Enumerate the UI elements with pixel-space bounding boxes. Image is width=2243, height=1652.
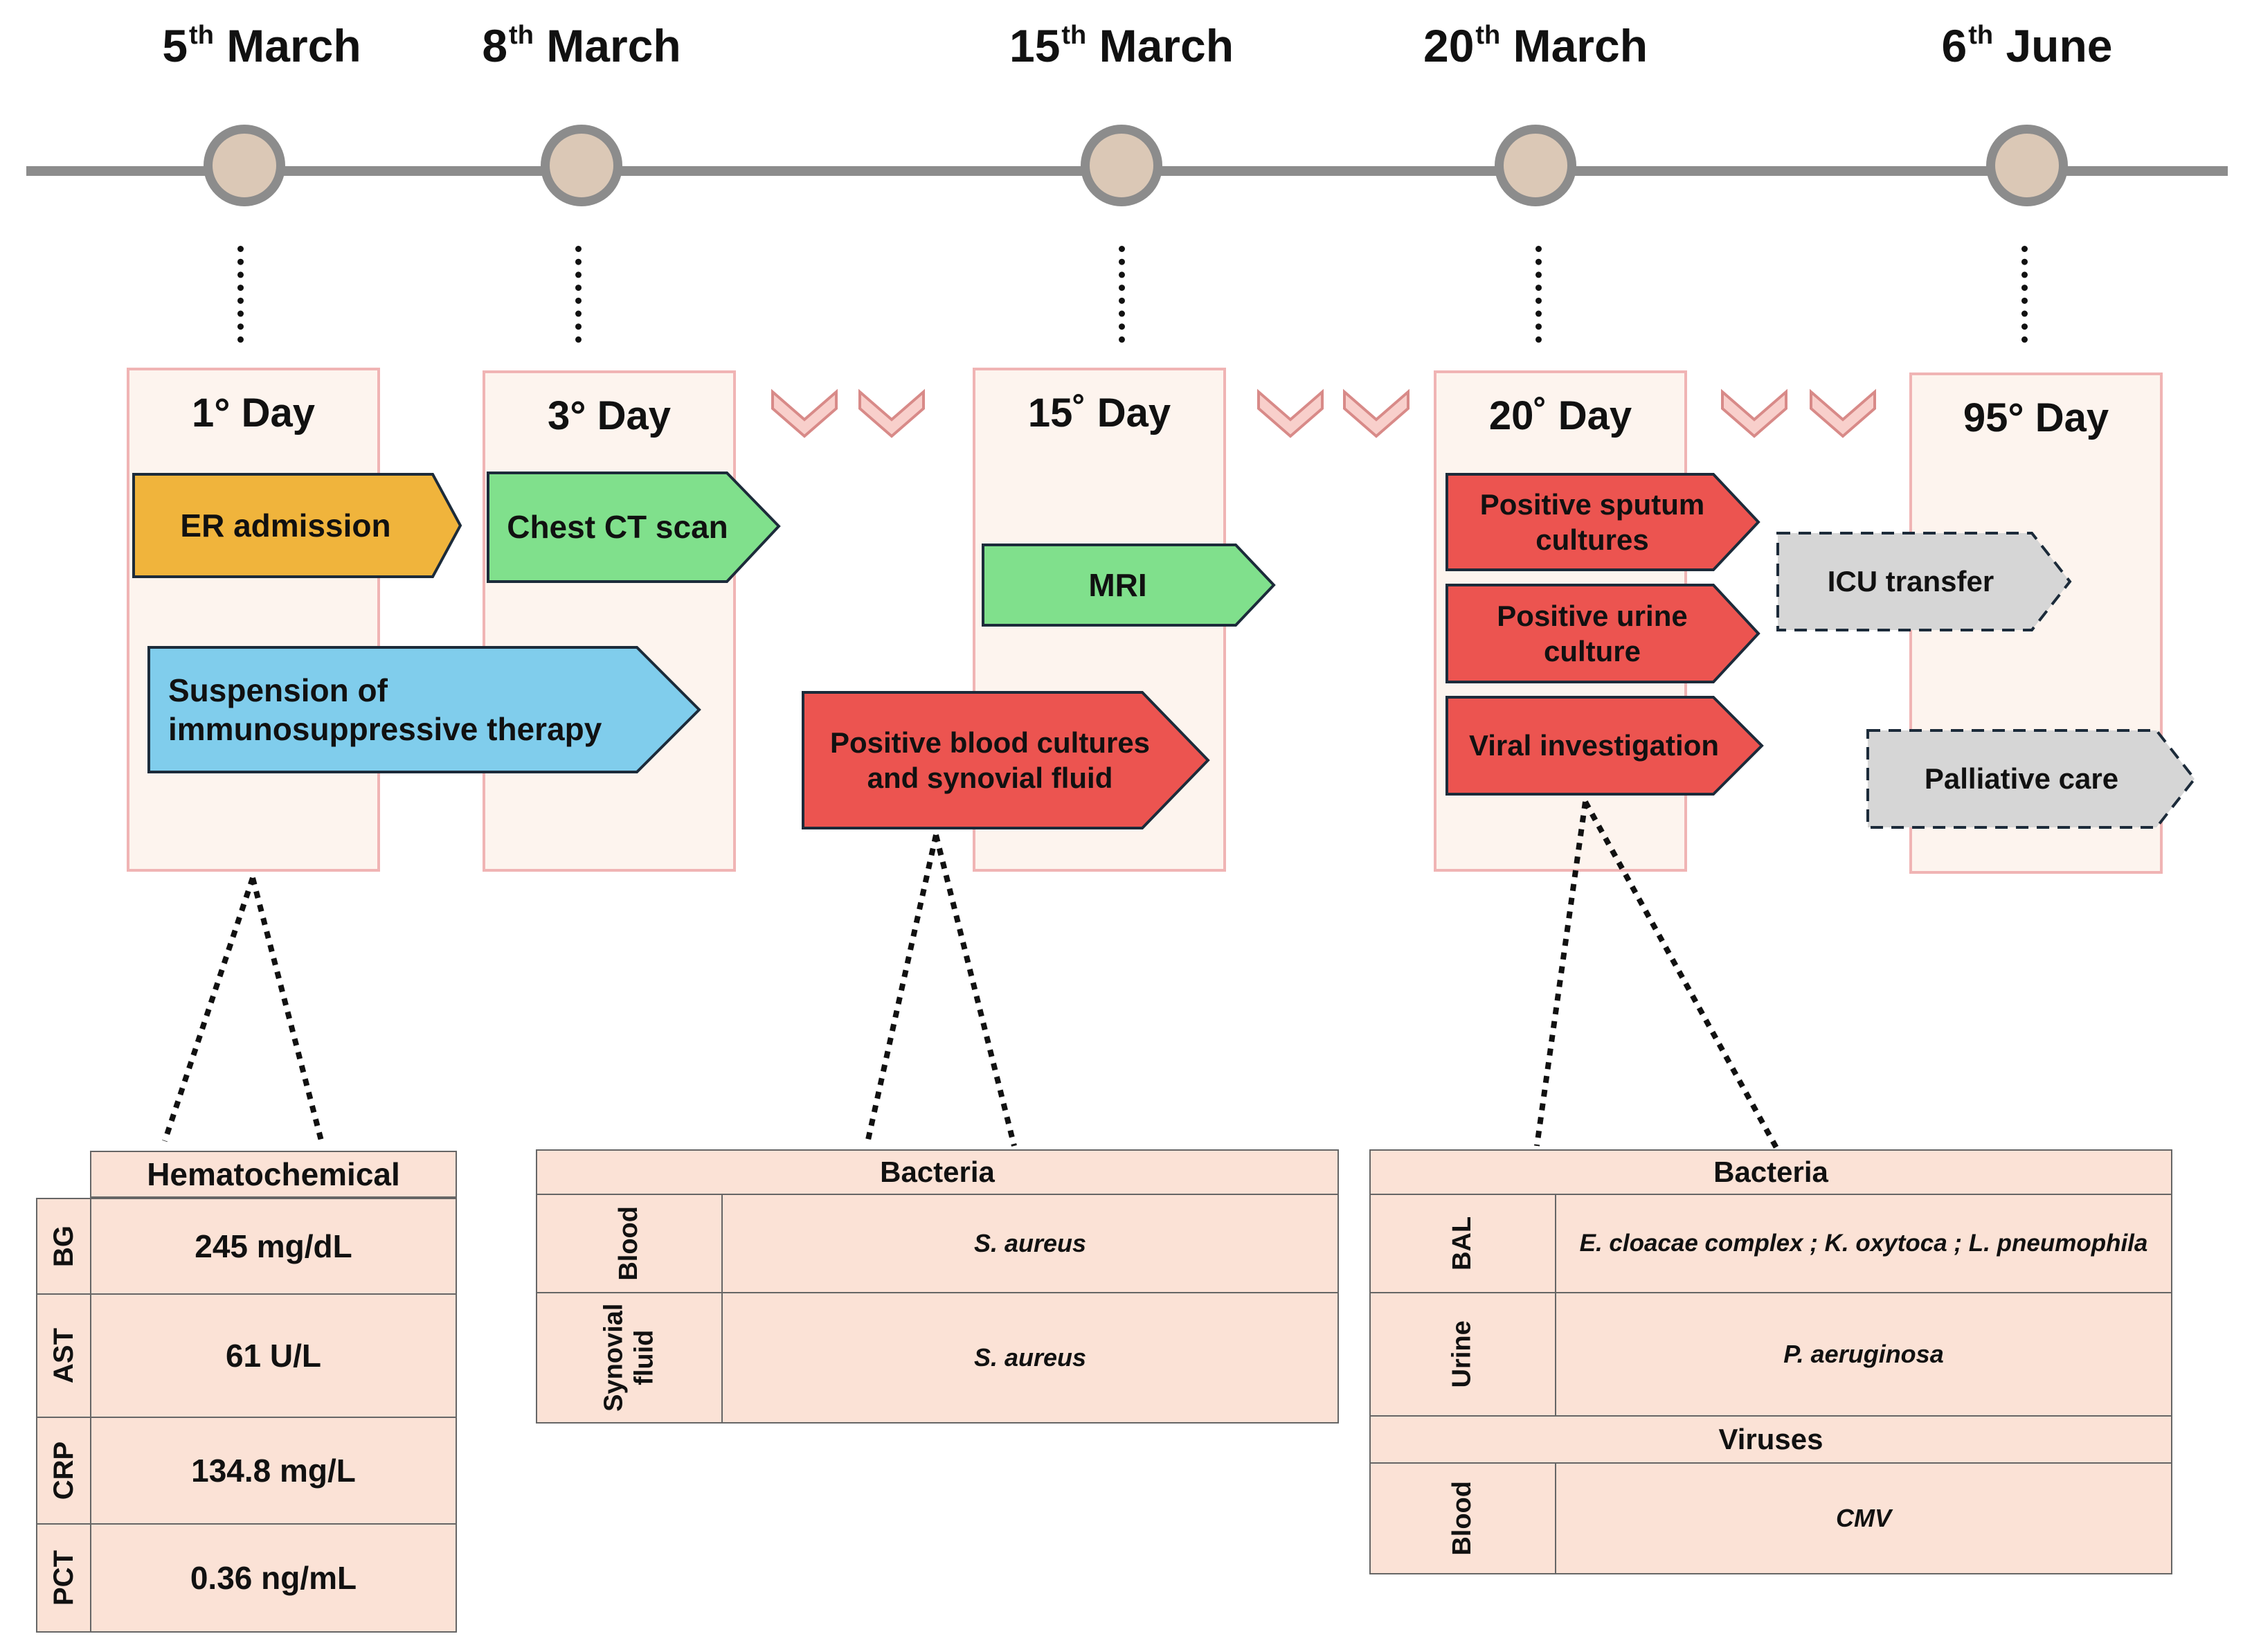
connector-line <box>1583 800 1782 1154</box>
event-positive-blood: Positive blood cultures and synovial flu… <box>829 726 1151 794</box>
day-label-5: 95° Day <box>1963 395 2109 440</box>
timeline-connector-4 <box>1535 246 1542 343</box>
day-column-1: 1° Day <box>127 368 380 872</box>
arrow-suspension <box>147 646 701 773</box>
day-column-2: 3° Day <box>483 370 736 872</box>
chevron-down-icon <box>1343 388 1409 438</box>
event-positive-sputum: Positive sputum cultures <box>1479 487 1705 556</box>
chevron-down-icon <box>771 388 838 438</box>
value-cell: 134.8 mg/L <box>90 1417 457 1525</box>
row-label: Urine <box>1448 1320 1477 1388</box>
organism-cell: E. cloacae complex ; K. oxytoca ; L. pne… <box>1555 1194 2172 1293</box>
row-label-cell: Urine <box>1369 1292 1556 1417</box>
connector-line <box>250 877 325 1147</box>
row-label: CRP <box>48 1441 80 1500</box>
chevron-down-icon <box>858 388 925 438</box>
row-label: BAL <box>1448 1216 1477 1271</box>
connector-line <box>864 834 939 1147</box>
table-header: Hematochemical <box>90 1151 457 1198</box>
timeline-connector-5 <box>2021 246 2028 343</box>
event-chest-ct: Chest CT scan <box>507 508 728 545</box>
arrow-positive-sputum <box>1445 473 1760 571</box>
day-label-4: 20˚ Day <box>1488 393 1632 438</box>
table-header: Bacteria <box>536 1149 1339 1195</box>
row-label-cell: Blood <box>536 1194 723 1293</box>
connector-line <box>162 877 255 1142</box>
organism-cell: S. aureus <box>721 1194 1339 1293</box>
date-label-2: 8th March <box>482 20 681 71</box>
row-label: PCT <box>48 1550 79 1606</box>
bacteria-table-mid: Bacteria Blood S. aureus Synovial fluid … <box>536 1149 1339 1424</box>
row-label: BG <box>48 1225 79 1267</box>
arrow-palliative <box>1866 729 2197 829</box>
hematochemical-table: Hematochemical BG 245 mg/dL AST 61 U/L C… <box>36 1151 457 1633</box>
row-label-cell: Synovial fluid <box>536 1292 723 1424</box>
organism-cell: CMV <box>1555 1462 2172 1574</box>
event-icu-transfer: ICU transfer <box>1827 565 1994 598</box>
date-label-5: 6th June <box>1941 20 2113 71</box>
row-label-cell: CRP <box>36 1417 91 1525</box>
connector-line <box>933 834 1017 1147</box>
chevron-down-icon <box>1721 388 1787 438</box>
value-cell: 61 U/L <box>90 1293 457 1418</box>
arrow-er-admission <box>132 473 462 578</box>
value-cell: 0.36 ng/mL <box>90 1523 457 1633</box>
date-label-1: 5th March <box>162 20 361 71</box>
event-positive-urine: Positive urine culture <box>1497 599 1688 667</box>
bacteria-header: Bacteria <box>1369 1149 2172 1195</box>
row-label-cell: Blood <box>1369 1462 1556 1574</box>
event-palliative: Palliative care <box>1924 762 2119 796</box>
timeline-connector-1 <box>237 246 244 343</box>
chevron-down-icon <box>1257 388 1324 438</box>
row-label-cell: AST <box>36 1293 91 1418</box>
row-label: Blood <box>1448 1481 1477 1556</box>
arrow-positive-urine <box>1445 584 1760 683</box>
organism-cell: P. aeruginosa <box>1555 1292 2172 1417</box>
row-label: Blood <box>614 1206 644 1281</box>
organism-cell: S. aureus <box>721 1292 1339 1424</box>
value-cell: 245 mg/dL <box>90 1198 457 1295</box>
microbiology-table-right: Bacteria BAL E. cloacae complex ; K. oxy… <box>1369 1149 2172 1574</box>
row-label-cell: BAL <box>1369 1194 1556 1293</box>
arrow-chest-ct <box>487 472 781 583</box>
event-mri: MRI <box>1088 566 1147 603</box>
timeline-connector-2 <box>575 246 582 343</box>
event-suspension: Suspension of immunosuppressive therapy <box>168 672 602 747</box>
event-viral: Viral investigation <box>1469 729 1719 762</box>
viruses-header: Viruses <box>1369 1415 2172 1464</box>
row-label: Synovial fluid <box>599 1303 658 1412</box>
connector-line <box>1534 801 1588 1147</box>
event-er-admission: ER admission <box>180 507 391 544</box>
chevron-down-icon <box>1810 388 1876 438</box>
day-label-3: 15˚ Day <box>1027 390 1171 436</box>
day-label-2: 3° Day <box>548 393 671 438</box>
day-label-1: 1° Day <box>192 390 315 436</box>
date-label-4: 20th March <box>1423 20 1648 71</box>
timeline-connector-3 <box>1119 246 1125 343</box>
row-label-cell: BG <box>36 1198 91 1295</box>
arrow-mri <box>982 544 1276 627</box>
arrow-viral <box>1445 696 1764 796</box>
arrow-icu-transfer <box>1776 532 2072 631</box>
row-label: AST <box>48 1328 79 1383</box>
row-label-cell: PCT <box>36 1523 91 1633</box>
date-label-3: 15th March <box>1009 20 1234 71</box>
arrow-positive-blood <box>802 691 1210 829</box>
